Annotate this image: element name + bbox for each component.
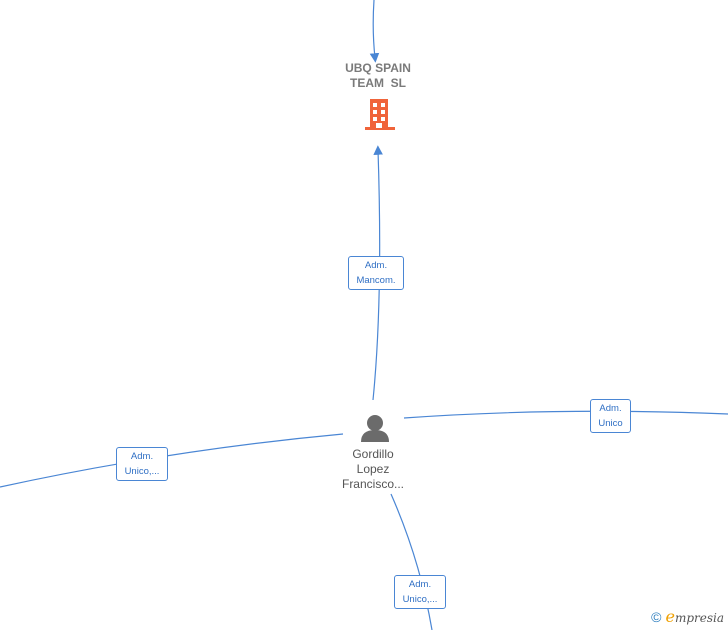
edge-label-unico-right-line1: Adm. <box>599 403 622 414</box>
edge-label-mancom-line1: Adm. <box>364 260 388 271</box>
edge-person-to-bottom <box>390 493 433 630</box>
edge-person-to-right <box>403 410 728 419</box>
edge-label-unico-bottom-line2: Unico,... <box>402 594 438 605</box>
company-name-line2: TEAM SL <box>350 76 406 90</box>
person-icon[interactable] <box>361 415 389 442</box>
edge-label-unico-bottom-line1: Adm. <box>408 579 432 590</box>
person-name-line2: Lopez <box>356 462 390 476</box>
empresia-logo: empresia <box>665 607 724 626</box>
edge-label-mancom-line2: Mancom. <box>356 275 396 286</box>
edge-label-mancom[interactable]: Adm. Mancom. <box>348 256 404 290</box>
edge-label-unico-left-line1: Adm. <box>130 451 154 462</box>
edge-top-to-company <box>369 0 380 63</box>
edge-person-to-left <box>0 433 344 488</box>
edge-label-unico-left[interactable]: Adm. Unico,... <box>116 447 168 481</box>
copyright-icon: © <box>651 608 662 625</box>
company-name-line1: UBQ SPAIN <box>345 61 411 75</box>
person-name-line3: Francisco... <box>341 477 404 491</box>
person-name-line1: Gordillo <box>352 447 394 461</box>
building-icon[interactable] <box>365 99 395 130</box>
edge-label-unico-bottom[interactable]: Adm. Unico,... <box>394 575 446 609</box>
logo-text: mpresia <box>674 611 724 625</box>
company-node-label[interactable]: UBQ SPAIN TEAM SL <box>318 61 438 91</box>
logo-initial: e <box>665 607 675 626</box>
edge-label-unico-left-line2: Unico,... <box>124 466 160 477</box>
person-node-label[interactable]: Gordillo Lopez Francisco... <box>318 447 428 492</box>
edge-label-unico-right-line2: Unico <box>598 418 623 429</box>
edge-label-unico-right[interactable]: Adm. Unico <box>590 399 631 433</box>
empresia-watermark: © empresia <box>651 607 724 626</box>
